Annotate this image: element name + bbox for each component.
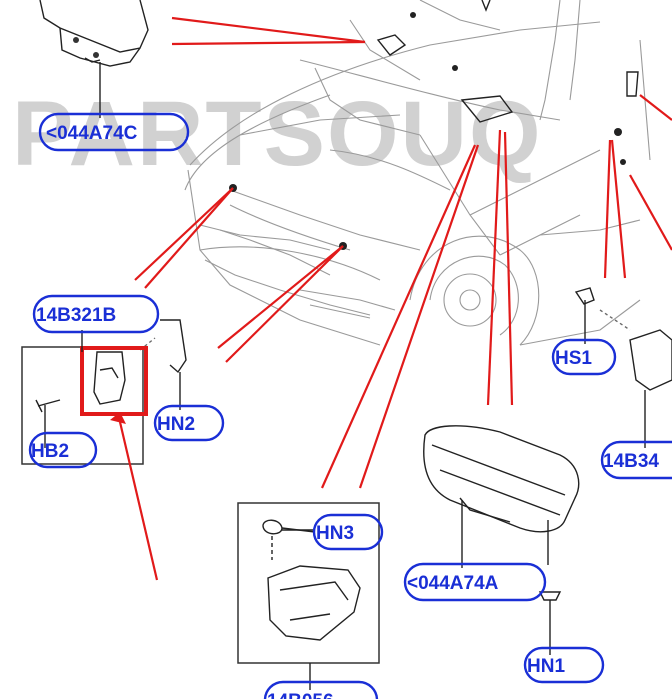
- callout-14B34-label: 14B34: [603, 451, 659, 472]
- sensor-HS1: [574, 287, 672, 448]
- sensor-group-14B056: [237, 502, 380, 690]
- callout-HN2[interactable]: HN2: [153, 404, 225, 442]
- callout-HS1[interactable]: HS1: [551, 338, 617, 376]
- callout-044A74A-label: <044A74A: [407, 573, 499, 594]
- callout-14B056[interactable]: 14B056: [263, 680, 379, 699]
- callout-044A74A[interactable]: <044A74A: [403, 562, 547, 602]
- callout-14B321B[interactable]: 14B321B: [32, 294, 160, 334]
- callout-14B056-label: 14B056: [267, 691, 334, 699]
- callout-HB2-label: HB2: [31, 441, 69, 462]
- callout-044A74C[interactable]: <044A74C: [38, 112, 190, 152]
- callout-HN3-label: HN3: [316, 523, 354, 544]
- callout-HS1-label: HS1: [555, 348, 592, 369]
- callout-HN2-label: HN2: [157, 414, 195, 435]
- selected-part-highlight: [80, 346, 148, 416]
- callout-HN1-label: HN1: [527, 656, 565, 677]
- callout-14B34[interactable]: 14B34: [600, 440, 672, 480]
- red-leader-lines: [110, 16, 672, 581]
- airbag-module-044A74A: [423, 425, 580, 655]
- callout-HN3[interactable]: HN3: [312, 513, 384, 551]
- callout-044A74C-label: <044A74C: [46, 123, 138, 144]
- vehicle-sensors: [229, 0, 639, 250]
- callout-14B321B-label: 14B321B: [36, 305, 116, 326]
- callout-HB2[interactable]: HB2: [28, 431, 98, 469]
- callout-HN1[interactable]: HN1: [523, 646, 605, 684]
- airbag-module-044A74C: [39, 0, 149, 118]
